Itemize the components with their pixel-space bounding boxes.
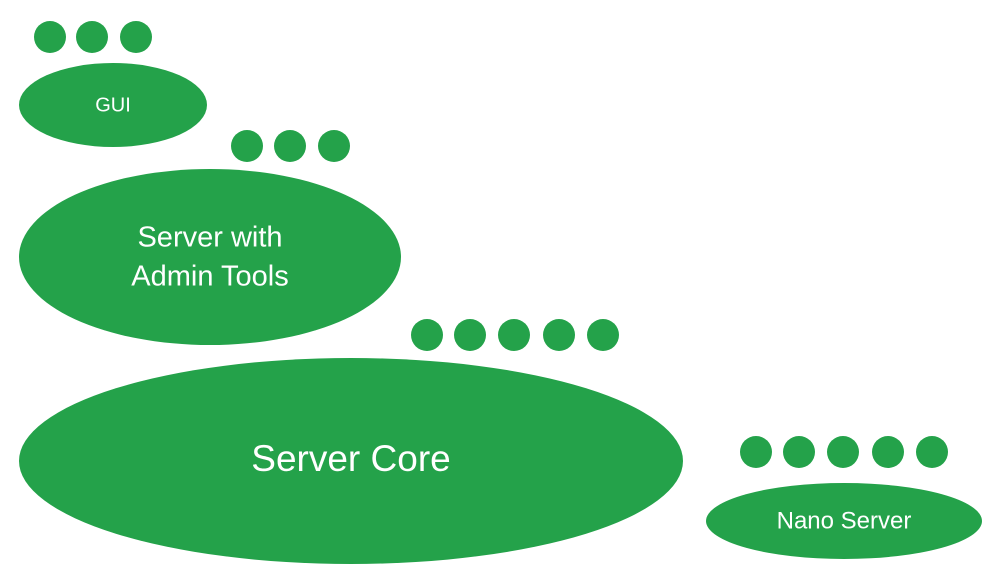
gui-label: GUI bbox=[95, 94, 131, 116]
nano-dot-4 bbox=[872, 436, 904, 468]
gui-dot-2 bbox=[76, 21, 108, 53]
core-dot-3 bbox=[498, 319, 530, 351]
core-dot-5 bbox=[587, 319, 619, 351]
gui-ellipse bbox=[19, 63, 207, 147]
nano-dot-3 bbox=[827, 436, 859, 468]
gui-dot-3 bbox=[120, 21, 152, 53]
nano-dot-2 bbox=[783, 436, 815, 468]
core-dot-1 bbox=[411, 319, 443, 351]
nano-label: Nano Server bbox=[777, 507, 912, 534]
admin-group: Server with Admin Tools bbox=[19, 130, 401, 345]
core-group: Server Core bbox=[19, 319, 683, 564]
nano-dot-5 bbox=[916, 436, 948, 468]
nano-ellipse bbox=[706, 483, 982, 559]
admin-label-line1: Server with bbox=[137, 222, 282, 254]
admin-dot-3 bbox=[318, 130, 350, 162]
gui-group: GUI bbox=[19, 21, 207, 147]
core-dot-2 bbox=[454, 319, 486, 351]
admin-ellipse bbox=[19, 169, 401, 345]
core-dot-4 bbox=[543, 319, 575, 351]
core-label: Server Core bbox=[251, 438, 450, 479]
admin-label-line2: Admin Tools bbox=[131, 261, 288, 293]
admin-dot-1 bbox=[231, 130, 263, 162]
nano-dot-1 bbox=[740, 436, 772, 468]
nano-group: Nano Server bbox=[706, 436, 982, 559]
gui-dot-1 bbox=[34, 21, 66, 53]
admin-dot-2 bbox=[274, 130, 306, 162]
core-ellipse bbox=[19, 358, 683, 564]
